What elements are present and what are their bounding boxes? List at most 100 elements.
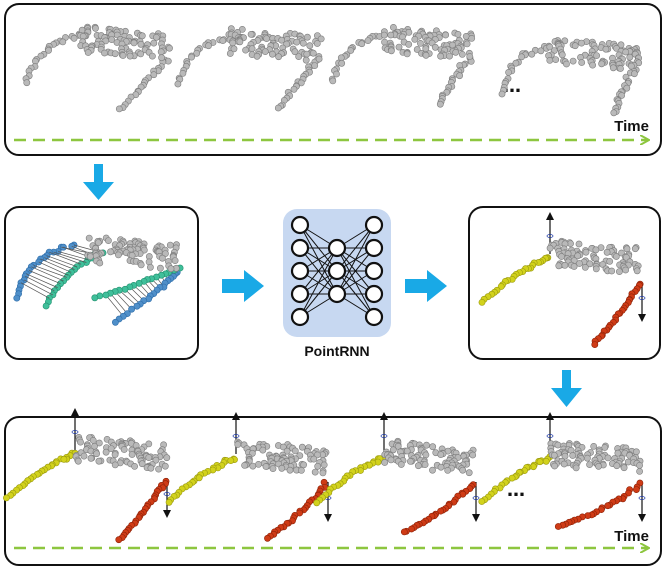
correspondence-line bbox=[25, 275, 55, 292]
point bbox=[249, 462, 257, 470]
point bbox=[165, 498, 173, 506]
rotation-marker-icon bbox=[380, 434, 388, 438]
point bbox=[609, 64, 617, 72]
arrow-right-from-network bbox=[405, 270, 447, 302]
point bbox=[111, 50, 119, 58]
point bbox=[146, 263, 154, 271]
correspondence-line bbox=[105, 294, 124, 317]
point bbox=[278, 464, 286, 472]
point bbox=[315, 55, 323, 63]
point bbox=[505, 69, 512, 76]
point bbox=[219, 37, 227, 44]
point bbox=[633, 486, 640, 493]
network-node bbox=[364, 307, 384, 327]
network-node bbox=[364, 284, 384, 304]
network-edge bbox=[299, 247, 338, 318]
correspondence-line bbox=[118, 289, 138, 307]
point bbox=[411, 36, 419, 43]
point bbox=[497, 283, 505, 290]
point bbox=[593, 52, 600, 59]
point bbox=[279, 443, 287, 451]
ellipsis-bottom: … bbox=[507, 480, 525, 501]
point bbox=[422, 51, 430, 59]
point bbox=[414, 462, 422, 470]
point bbox=[591, 341, 599, 348]
point bbox=[333, 70, 340, 78]
network-label: PointRNN bbox=[304, 343, 369, 359]
point bbox=[413, 46, 421, 53]
point bbox=[101, 49, 108, 57]
point bbox=[150, 71, 158, 79]
time-label-top: Time bbox=[614, 118, 649, 135]
point bbox=[156, 264, 164, 272]
point bbox=[613, 462, 621, 470]
point bbox=[290, 85, 298, 93]
network-node bbox=[290, 284, 310, 304]
point bbox=[278, 36, 286, 44]
rotation-marker-icon bbox=[163, 492, 171, 496]
point bbox=[152, 33, 160, 41]
input-frame-1 bbox=[22, 23, 173, 113]
point bbox=[35, 258, 43, 266]
output-frame-3 bbox=[313, 412, 480, 536]
correspondence-line bbox=[33, 264, 67, 278]
point bbox=[283, 447, 291, 455]
point bbox=[42, 302, 50, 310]
point bbox=[612, 253, 620, 260]
point bbox=[179, 70, 187, 77]
network-edge bbox=[336, 224, 375, 272]
point bbox=[381, 459, 389, 466]
point bbox=[437, 451, 445, 458]
point bbox=[269, 465, 277, 472]
point bbox=[102, 291, 110, 299]
point bbox=[291, 48, 299, 56]
point bbox=[37, 52, 45, 60]
point bbox=[558, 51, 566, 59]
point bbox=[92, 24, 99, 32]
point bbox=[546, 57, 554, 64]
point bbox=[381, 38, 388, 46]
point bbox=[166, 44, 173, 52]
point bbox=[121, 285, 129, 293]
point bbox=[157, 48, 165, 56]
point bbox=[561, 261, 569, 269]
point bbox=[137, 50, 145, 58]
point bbox=[102, 37, 110, 45]
point bbox=[317, 35, 325, 43]
network-node bbox=[364, 215, 384, 235]
point bbox=[465, 469, 473, 477]
point bbox=[622, 253, 630, 261]
point bbox=[107, 445, 115, 452]
point bbox=[518, 53, 525, 61]
point bbox=[319, 469, 327, 477]
network-node bbox=[364, 261, 384, 281]
point bbox=[421, 461, 429, 468]
point bbox=[70, 34, 78, 42]
point bbox=[303, 33, 311, 41]
point bbox=[314, 462, 322, 470]
point bbox=[274, 104, 282, 112]
point bbox=[84, 49, 92, 56]
network-edge bbox=[299, 247, 338, 295]
point bbox=[478, 498, 486, 505]
point bbox=[115, 251, 122, 259]
point bbox=[463, 40, 471, 48]
point bbox=[622, 266, 629, 274]
correspondence-line bbox=[53, 251, 87, 263]
point bbox=[397, 461, 405, 468]
point bbox=[59, 38, 67, 46]
point bbox=[555, 262, 563, 270]
point bbox=[227, 457, 235, 464]
point bbox=[293, 38, 301, 46]
point bbox=[111, 461, 119, 469]
point bbox=[87, 454, 95, 462]
point bbox=[603, 248, 611, 256]
point bbox=[614, 449, 622, 457]
network-node bbox=[290, 261, 310, 281]
point bbox=[229, 39, 237, 47]
point bbox=[610, 109, 618, 117]
point bbox=[581, 263, 589, 271]
point bbox=[442, 31, 449, 39]
point bbox=[247, 31, 255, 38]
point bbox=[80, 452, 88, 460]
